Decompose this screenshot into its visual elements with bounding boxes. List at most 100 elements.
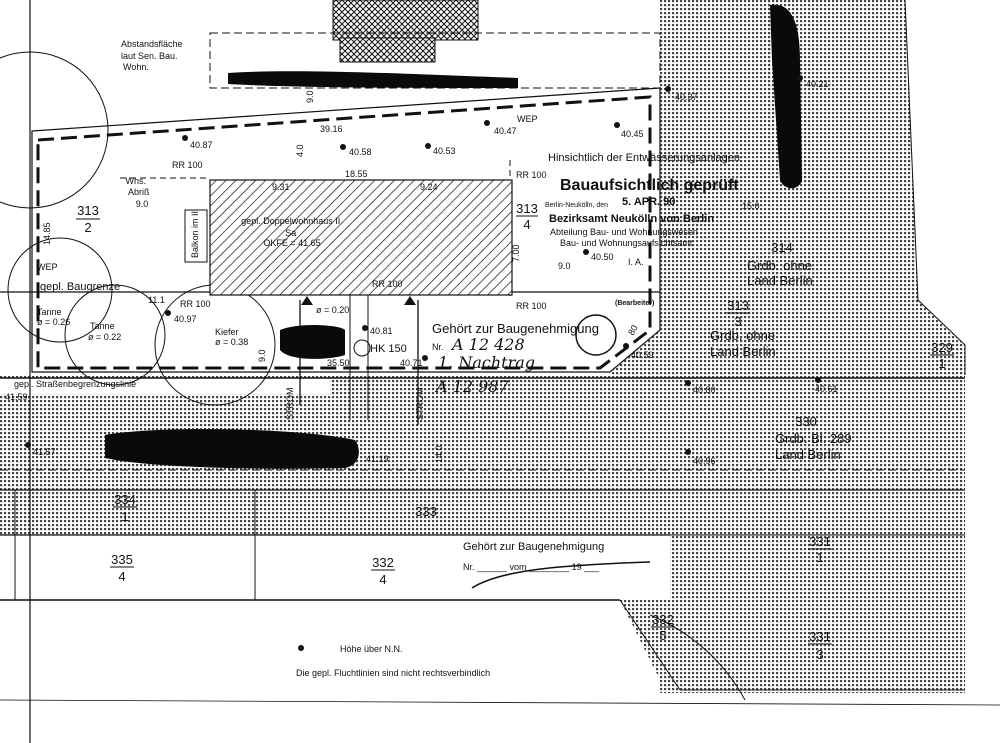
- svg-text:ø = 0.20: ø = 0.20: [316, 305, 349, 315]
- svg-text:40.58: 40.58: [349, 147, 372, 157]
- svg-text:41.57: 41.57: [33, 447, 56, 457]
- svg-text:313: 313: [77, 203, 99, 218]
- svg-text:9.24: 9.24: [420, 182, 438, 192]
- balcony: [184, 209, 208, 263]
- svg-text:(Bearbeiter): (Bearbeiter): [615, 300, 654, 307]
- svg-text:4: 4: [379, 572, 386, 587]
- svg-text:41.59: 41.59: [5, 392, 28, 402]
- dimensions: 39.16 18.55 9.31 9.24 9.0 4.0 14.85 11.1…: [42, 90, 760, 463]
- house-label: gepl. Doppelwohnhaus II Sa OKFE = 41.65: [241, 216, 343, 248]
- svg-text:Hinsichtlich der Entwässerungs: Hinsichtlich der Entwässerungsanlagen: [548, 152, 740, 164]
- parcel-314: 314: [771, 240, 793, 255]
- svg-text:40.47: 40.47: [494, 126, 517, 136]
- svg-text:Höhe über N.N.: Höhe über N.N.: [340, 644, 403, 654]
- svg-text:4: 4: [118, 569, 125, 584]
- svg-text:15.0: 15.0: [742, 201, 760, 211]
- svg-text:Grdb. Bl. 289: Grdb. Bl. 289: [775, 431, 852, 446]
- legend: Höhe über N.N. Die gepl. Fluchtlinien si…: [296, 644, 490, 678]
- wep-label: WEP: [517, 114, 538, 124]
- svg-text:RR 100: RR 100: [516, 170, 547, 180]
- svg-text:2: 2: [84, 220, 91, 235]
- svg-text:4.0: 4.0: [295, 144, 305, 157]
- svg-text:335: 335: [111, 552, 133, 567]
- svg-text:RR 100: RR 100: [172, 160, 203, 170]
- svg-text:Nr.: Nr.: [432, 342, 444, 352]
- svg-text:11.1: 11.1: [148, 295, 165, 305]
- svg-text:334: 334: [114, 492, 136, 507]
- svg-text:313: 313: [516, 201, 538, 216]
- svg-text:329: 329: [931, 340, 953, 355]
- svg-text:Kiefer: Kiefer: [215, 327, 239, 337]
- svg-text:331: 331: [809, 534, 831, 549]
- svg-text:40.71: 40.71: [400, 358, 423, 368]
- svg-text:40.45: 40.45: [621, 129, 644, 139]
- svg-text:80: 80: [626, 323, 640, 337]
- svg-text:40.53: 40.53: [433, 146, 456, 156]
- svg-text:ø = 0.26: ø = 0.26: [37, 317, 70, 327]
- svg-text:4: 4: [523, 217, 530, 232]
- svg-text:ø = 0.38: ø = 0.38: [215, 337, 248, 347]
- svg-text:40.96: 40.96: [693, 456, 716, 466]
- svg-text:14.0: 14.0: [434, 445, 444, 463]
- svg-text:40.21: 40.21: [806, 79, 829, 89]
- svg-text:Land Berlin: Land Berlin: [710, 344, 776, 359]
- svg-text:40.87: 40.87: [190, 140, 213, 150]
- svg-text:332: 332: [372, 555, 394, 570]
- svg-text:Bauaufsichtlich geprüft: Bauaufsichtlich geprüft: [560, 177, 739, 194]
- svg-text:40.50: 40.50: [591, 252, 614, 262]
- planned-house: [209, 179, 513, 296]
- svg-text:40.97: 40.97: [174, 314, 197, 324]
- strom-label: STROM: [415, 388, 425, 421]
- svg-text:3: 3: [816, 647, 823, 662]
- svg-text:9.0: 9.0: [305, 90, 315, 103]
- svg-text:40.61: 40.61: [815, 384, 838, 394]
- neighbour-building: [332, 0, 479, 63]
- svg-text:9.0: 9.0: [257, 349, 267, 362]
- elevation-points: 40.87 40.58 40.53 40.47 40.45 40.37 40.2…: [5, 75, 838, 466]
- svg-text:RR 100: RR 100: [372, 279, 403, 289]
- svg-text:35.50: 35.50: [327, 358, 350, 368]
- svg-text:RR 100: RR 100: [516, 301, 547, 311]
- svg-text:1: 1: [121, 509, 128, 524]
- strassenbegrenzung-label: gepl. Straßenbegrenzungslinie: [14, 379, 136, 389]
- svg-text:39.16: 39.16: [320, 124, 343, 134]
- svg-text:Land Berlin: Land Berlin: [775, 447, 841, 462]
- svg-text:Tanne: Tanne: [90, 321, 115, 331]
- strom-label: STROM: [285, 388, 295, 421]
- svg-text:3: 3: [734, 314, 741, 329]
- svg-text:9.31: 9.31: [272, 182, 290, 192]
- svg-text:1. Nachtrag: 1. Nachtrag: [438, 353, 535, 372]
- svg-text:Tanne: Tanne: [37, 307, 62, 317]
- parcel-333: 333: [415, 504, 437, 519]
- svg-text:9.0: 9.0: [558, 261, 571, 271]
- svg-text:18.55: 18.55: [345, 169, 368, 179]
- svg-text:5: 5: [659, 628, 666, 643]
- svg-text:Grdb. ohne: Grdb. ohne: [710, 328, 775, 343]
- svg-text:Bezirksamt Neukölln von Berlin: Bezirksamt Neukölln von Berlin: [549, 213, 714, 225]
- svg-text:331: 331: [809, 629, 831, 644]
- svg-text:Land Berlin: Land Berlin: [747, 273, 813, 288]
- redaction-marks: [105, 4, 802, 469]
- elevation-marker-icon: [298, 645, 304, 651]
- svg-text:Die gepl. Fluchtlinien sind ni: Die gepl. Fluchtlinien sind nicht rechts…: [296, 668, 490, 678]
- svg-text:40.37: 40.37: [675, 92, 698, 102]
- svg-text:5. APR. 90: 5. APR. 90: [622, 196, 675, 208]
- svg-text:Bau- und Wohnungsaufsichtsamt: Bau- und Wohnungsaufsichtsamt: [560, 238, 693, 248]
- svg-text:Abteilung Bau- und Wohnungswes: Abteilung Bau- und Wohnungswesen: [550, 227, 698, 237]
- svg-text:7.00: 7.00: [511, 244, 521, 262]
- approval-note-1: Gehört zur Baugenehmigung Nr. A 12 428 1…: [432, 321, 599, 396]
- svg-text:313: 313: [727, 298, 749, 313]
